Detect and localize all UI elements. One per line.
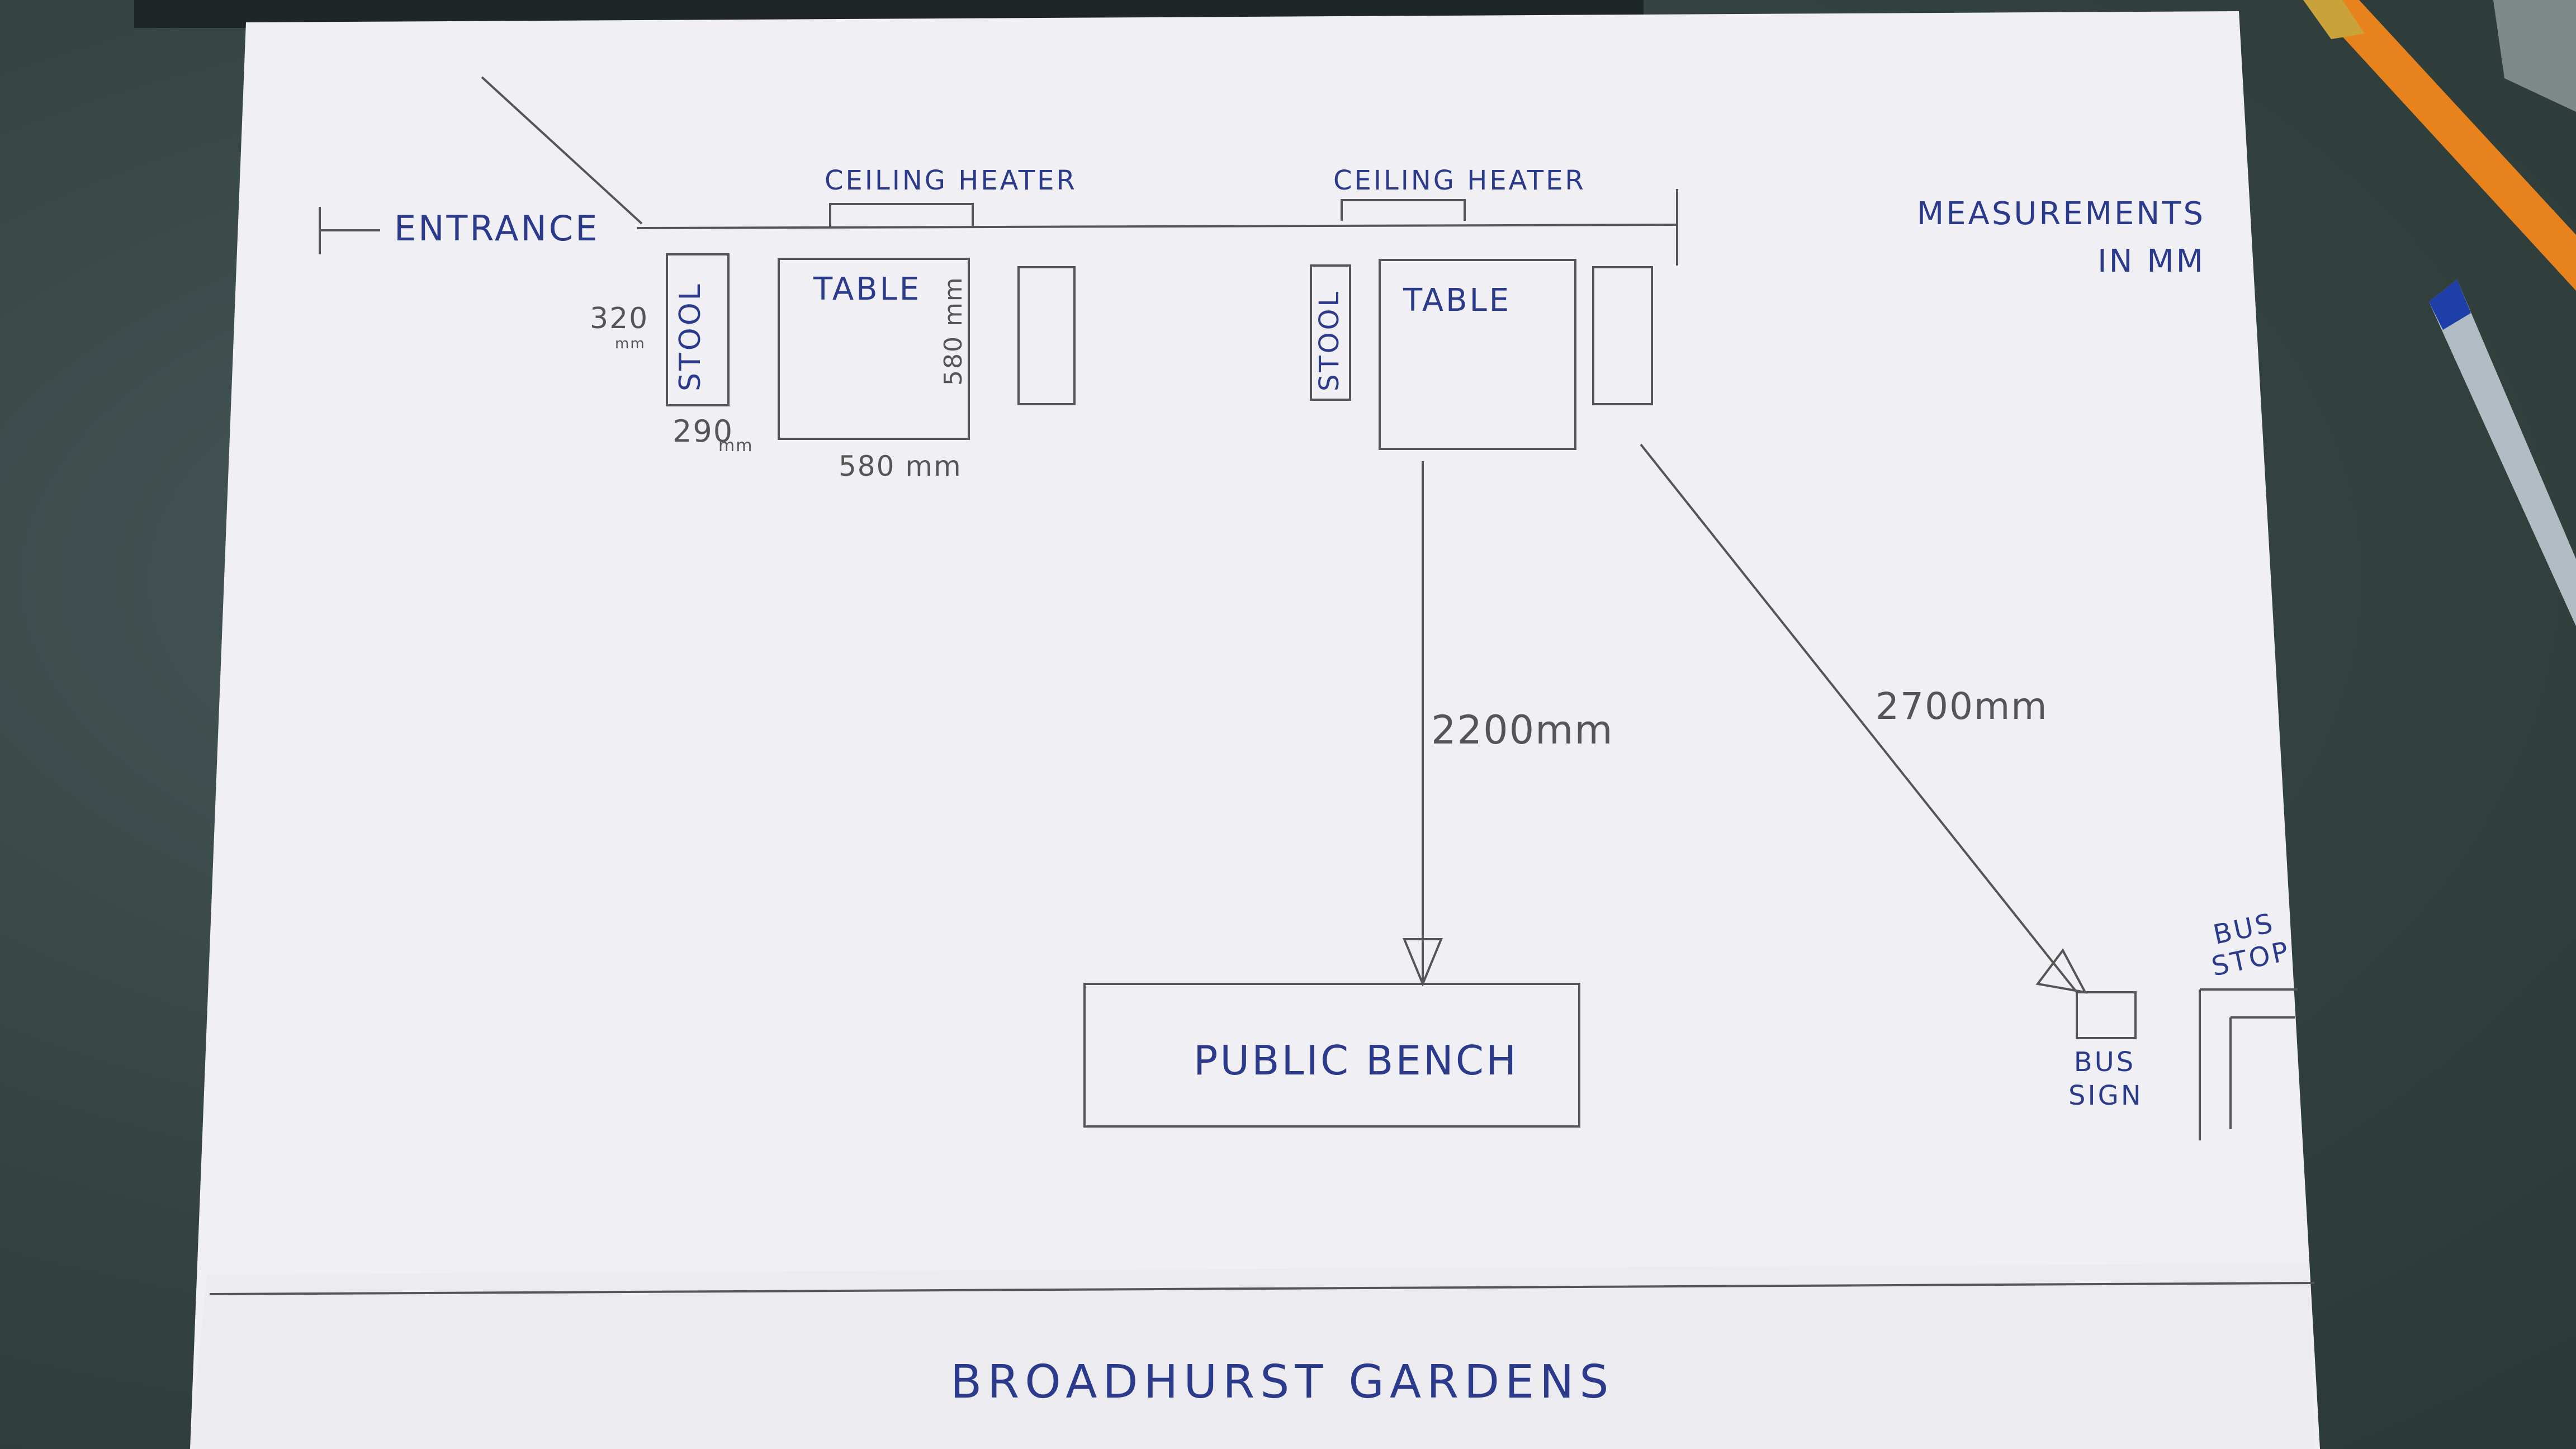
ruler-icon [2493,0,2576,112]
table-width-dimension: 580 mm [839,450,962,482]
measurements-note: MEASUREMENTS IN MM [1916,196,2205,280]
pen-icon [2429,280,2576,626]
stool-label-2: STOOL [1314,289,1345,391]
stool-label-1: STOOL [674,282,707,391]
table-depth-dimension: 580 mm [939,276,968,386]
bus-sign-distance-dimension: 2700mm [1876,685,2048,728]
table-label-2: TABLE [1403,282,1512,319]
paper-fold [190,1263,2314,1449]
paper [190,11,2320,1449]
ceiling-heater-label-1: CEILING HEATER [825,165,1077,196]
stool-width-value: 290 [673,414,734,449]
pencil-lines [209,76,2315,1295]
street-name: BROADHURST GARDENS [950,1356,1614,1409]
public-bench-label: PUBLIC BENCH [1194,1037,1519,1084]
bus-sign-label: BUS SIGN [2068,1046,2143,1111]
ceiling-heater-label-2: CEILING HEATER [1333,165,1586,196]
table-label-1: TABLE [813,271,922,307]
stool-height-value: 320 [590,302,649,335]
bench-distance-dimension: 2200mm [1431,707,1614,753]
stool-height-unit: mm [615,335,646,352]
pencil-icon [2303,0,2576,291]
stool-width-unit: mm [718,436,754,456]
entrance-label: ENTRANCE [394,208,600,249]
